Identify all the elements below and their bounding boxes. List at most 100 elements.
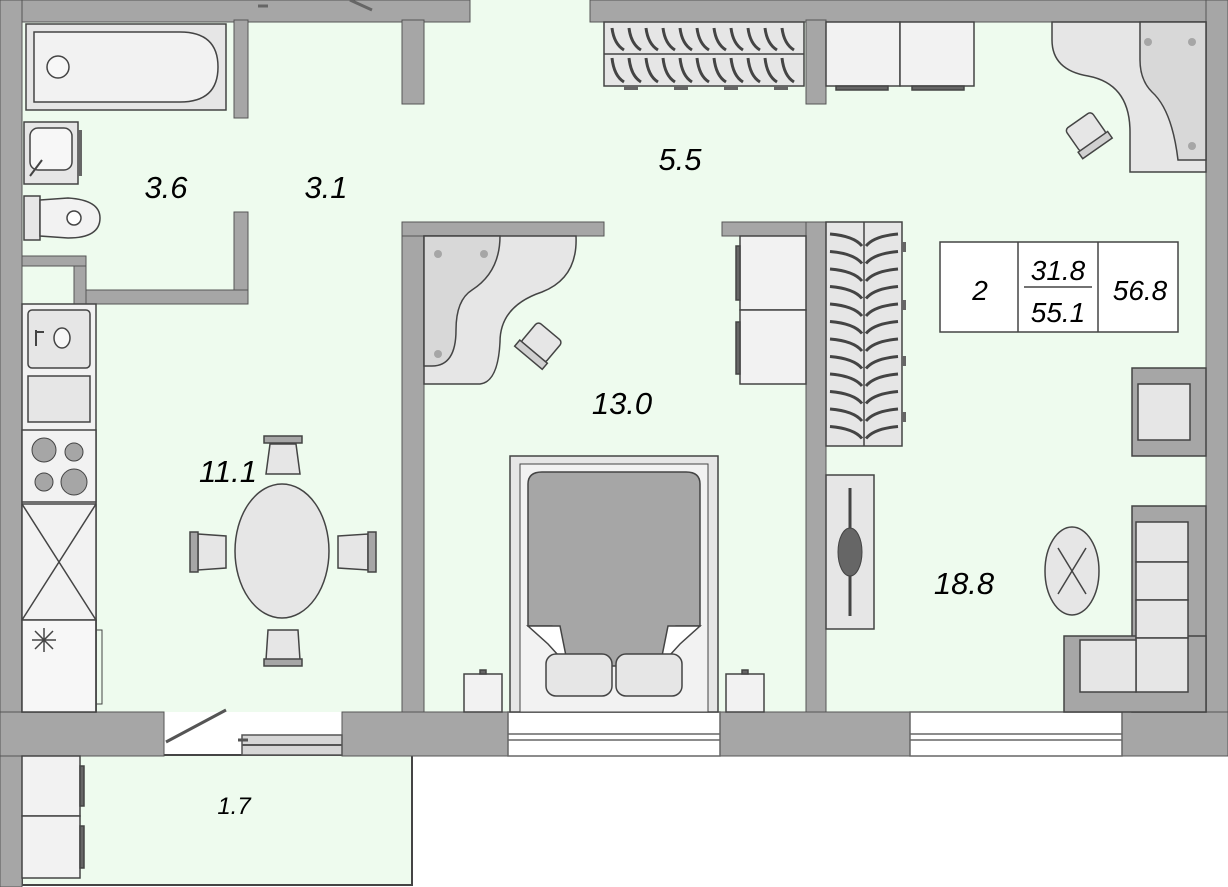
hanger-mark [829,250,864,265]
corner-desk-living [1051,21,1207,173]
hanger-mark [729,57,744,84]
info-living-area: 31.8 [1031,255,1086,286]
hanger-mark [864,232,899,248]
hanger-mark [829,337,864,353]
hanger-mark [829,302,864,318]
wall-top-right [589,0,1228,23]
hanger-mark [864,372,899,388]
hanger-mark [864,407,899,423]
sofa [1063,505,1207,713]
hanger-mark [864,285,899,300]
hanger-mark [644,27,659,52]
coffee-table [1044,526,1100,616]
area-label-corridor: 3.1 [304,170,347,205]
hanger-mark [678,27,693,52]
kitchen-counter [21,303,103,713]
office-chair-bedroom [513,322,562,371]
office-chair-living [1065,112,1114,160]
entrance-door [258,0,373,12]
dining-chairs [189,435,377,667]
hanger-mark [678,57,693,84]
area-label-hall: 5.5 [658,142,702,177]
hanger-mark [695,27,710,52]
window-living [909,711,1123,757]
dining-table [234,483,330,619]
living-cabinets [825,21,975,91]
nightstands [463,669,765,713]
hanger-mark [763,27,778,52]
chair-right [337,533,369,571]
hanger-mark [829,407,864,423]
wall-bottom-right [1121,711,1228,757]
info-rooms-count: 2 [971,275,988,306]
armchair [1131,367,1207,457]
balcony-door [165,708,343,756]
bedroom-cabinets [735,235,807,385]
hanger-mark [864,320,899,335]
chair-left [197,533,227,571]
area-label-kitchen: 11.1 [199,454,257,489]
hanger-mark [610,27,625,52]
labels: 3.6 3.1 5.5 11.1 13.0 18.8 1.7 2 31.8 55… [144,142,1167,820]
toilet [23,195,101,241]
hanger-mark [712,57,727,84]
tv-stand [825,474,875,630]
area-label-bedroom: 13.0 [592,386,652,421]
hanger-mark [829,372,864,388]
area-label-bathroom: 3.6 [144,170,188,205]
wall-right [1205,0,1228,757]
hanger-mark [829,355,864,370]
corner-desk-bedroom [423,235,577,385]
wall-top-left [0,0,471,23]
entrance-floor [470,0,590,24]
hanger-mark [829,425,864,440]
wall-hall-right [805,19,827,105]
area-label-balcony: 1.7 [217,793,252,820]
bathtub [25,23,227,111]
hall-wardrobe [603,21,805,90]
wall-bedroom-left [401,221,425,713]
hanger-mark [864,425,899,440]
wall-bath-bottom [85,289,249,305]
hanger-mark [627,27,642,52]
area-info-table [939,241,1179,333]
chair-top [265,443,301,475]
living-wardrobe [825,221,906,447]
hanger-mark [746,27,761,52]
window-bedroom [507,711,721,757]
hanger-mark [627,57,642,84]
balcony-cabinets [21,755,85,879]
hanger-mark [729,27,744,52]
area-label-living: 18.8 [934,566,995,601]
shower-sink [23,121,82,185]
hanger-mark [695,57,710,84]
hanger-mark [864,267,899,283]
wall-bedroom-right [805,221,827,713]
wall-bath-right [233,19,249,119]
hanger-mark [780,27,795,52]
wall-bottom-left [0,711,165,757]
hanger-mark [864,302,899,318]
hanger-mark [661,27,676,52]
windows [165,708,1123,757]
wall-bedroom-top [401,221,605,237]
hanger-mark [661,57,676,84]
hanger-mark [763,57,778,84]
hanger-mark [829,320,864,335]
chair-bottom [265,629,301,661]
hanger-mark [780,57,795,84]
hanger-mark [864,337,899,353]
hanger-mark [829,285,864,300]
hanger-mark [746,57,761,84]
wall-bottom-mid2 [719,711,911,757]
wall-closet-top [21,255,87,267]
info-usable-area: 55.1 [1031,297,1086,328]
hanger-mark [864,250,899,265]
hanger-mark [829,232,864,248]
hanger-mark [829,267,864,283]
hanger-mark [864,355,899,370]
info-total-area: 56.8 [1113,275,1168,306]
wall-bottom-mid [341,711,509,757]
wall-stub-top [401,19,425,105]
